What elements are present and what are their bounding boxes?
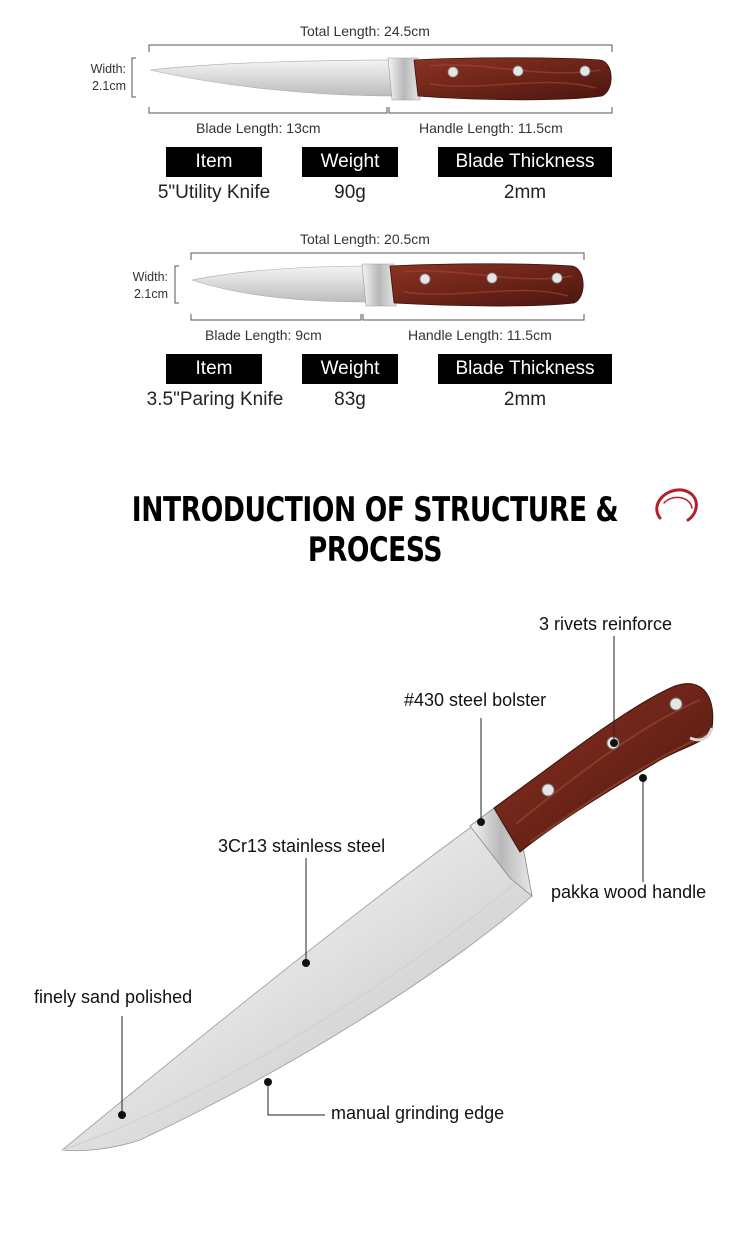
thickness-header: Blade Thickness — [438, 354, 612, 384]
chef-knife-image — [61, 683, 714, 1152]
paring-knife-dimension-lines — [174, 252, 585, 321]
weight-header: Weight — [302, 354, 398, 384]
callout-lines — [121, 636, 644, 1116]
width-label-line2: 2.1cm — [133, 287, 168, 301]
thickness-value: 2mm — [503, 389, 547, 410]
total-length-label: Total Length: 24.5cm — [300, 23, 430, 39]
width-label-line2: 2.1cm — [91, 79, 126, 93]
width-label-line1: Width: — [90, 62, 126, 76]
utility-knife-dimension-lines — [131, 44, 613, 114]
paring-knife-image — [190, 263, 584, 307]
section-title: INTRODUCTION OF STRUCTURE & PROCESS — [131, 490, 619, 570]
red-swirl-icon — [655, 488, 698, 522]
utility-knife-image — [149, 57, 612, 101]
weight-value: 90g — [334, 182, 366, 203]
weight-value: 83g — [334, 389, 366, 410]
thickness-header: Blade Thickness — [438, 147, 612, 177]
blade-length-label: Blade Length: 13cm — [196, 120, 321, 136]
width-label-line1: Width: — [132, 270, 168, 284]
callout-handle: pakka wood handle — [551, 882, 707, 902]
item-value: 5"Utility Knife — [157, 182, 271, 203]
total-length-label: Total Length: 20.5cm — [300, 231, 430, 247]
callout-dots — [118, 739, 647, 1119]
item-header: Item — [166, 147, 262, 177]
item-header: Item — [166, 354, 262, 384]
callout-edge: manual grinding edge — [331, 1103, 505, 1123]
item-value: 3.5"Paring Knife — [146, 389, 284, 410]
callout-bolster: #430 steel bolster — [404, 690, 547, 710]
handle-length-label: Handle Length: 11.5cm — [408, 327, 552, 343]
blade-length-label: Blade Length: 9cm — [205, 327, 322, 343]
handle-length-label: Handle Length: 11.5cm — [419, 120, 563, 136]
callout-polished: finely sand polished — [34, 987, 193, 1007]
weight-header: Weight — [302, 147, 398, 177]
callout-rivets: 3 rivets reinforce — [539, 614, 673, 634]
width-label: Width: 2.1cm — [78, 61, 126, 95]
callout-steel: 3Cr13 stainless steel — [218, 836, 386, 856]
width-label: Width: 2.1cm — [120, 269, 168, 303]
thickness-value: 2mm — [503, 182, 547, 203]
